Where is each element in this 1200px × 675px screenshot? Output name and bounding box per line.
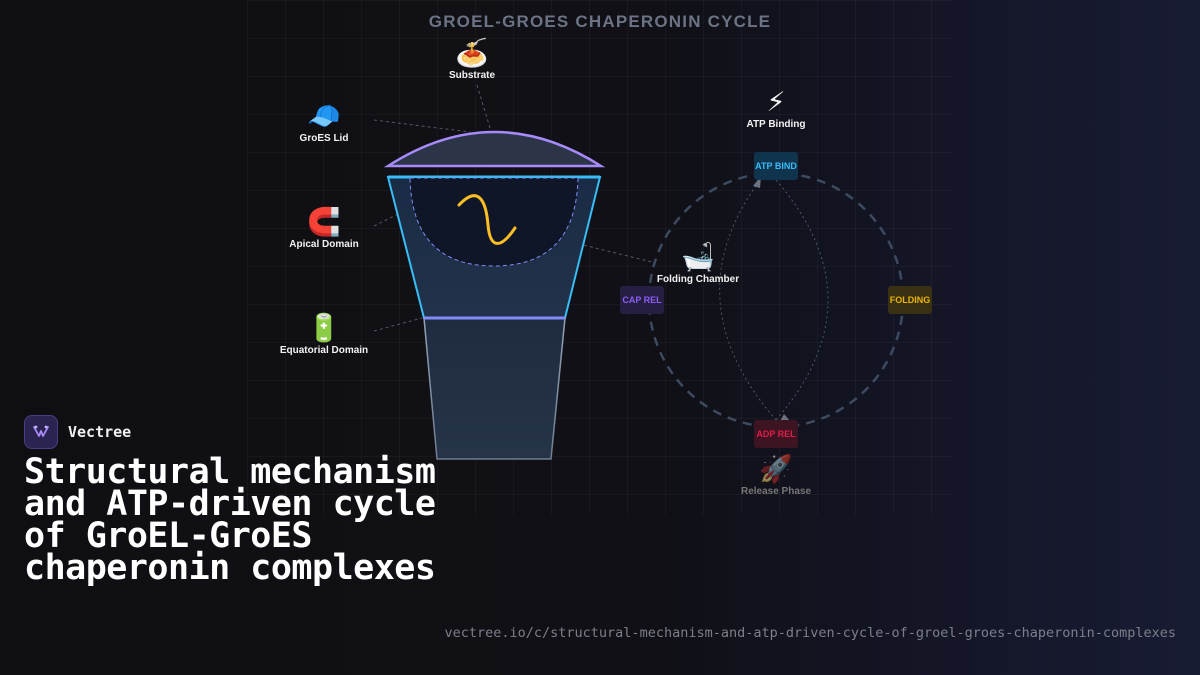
release-phase-text: Release Phase bbox=[740, 486, 812, 497]
state-adp-rel: ADP REL bbox=[754, 420, 798, 448]
brand: Vectree bbox=[24, 415, 131, 449]
equatorial-domain-text: Equatorial Domain bbox=[279, 345, 369, 356]
state-folding: FOLDING bbox=[888, 286, 932, 314]
release-phase-label: 🚀 Release Phase bbox=[741, 454, 811, 497]
battery-icon: 🔋 bbox=[307, 313, 341, 343]
cycle-forward-arc bbox=[775, 179, 829, 421]
substrate-label: 🍝 Substrate bbox=[449, 38, 495, 81]
apical-domain-label: 🧲 Apical Domain bbox=[289, 207, 358, 250]
apical-domain-text: Apical Domain bbox=[289, 239, 359, 250]
substrate-chain bbox=[457, 194, 517, 245]
state-atp-bind: ATP BIND bbox=[754, 152, 798, 180]
equatorial-domain-leader-line bbox=[373, 317, 423, 332]
bathtub-icon: 🛁 bbox=[681, 242, 715, 272]
plate-of-food-icon: 🍝 bbox=[455, 38, 489, 68]
page-url[interactable]: vectree.io/c/structural-mechanism-and-at… bbox=[444, 625, 1177, 641]
folding-chamber-text: Folding Chamber bbox=[656, 274, 740, 285]
vectree-logo-icon bbox=[24, 415, 58, 449]
rocket-icon: 🚀 bbox=[759, 454, 793, 484]
trans-ring-shape bbox=[423, 317, 566, 460]
atp-binding-label: ⚡ ATP Binding bbox=[746, 87, 805, 130]
magnet-icon: 🧲 bbox=[307, 207, 341, 237]
substrate-text: Substrate bbox=[448, 70, 496, 81]
state-cap-rel: CAP REL bbox=[620, 286, 664, 314]
substrate-leader-line bbox=[476, 84, 491, 129]
groes-lid-label: 🧢 GroES Lid bbox=[300, 101, 349, 144]
cap-icon: 🧢 bbox=[307, 101, 341, 131]
groes-lid-text: GroES Lid bbox=[299, 133, 349, 144]
groes-lid-leader-line bbox=[373, 119, 471, 133]
groes-lid-shape bbox=[383, 130, 606, 168]
lightning-icon: ⚡ bbox=[766, 87, 786, 117]
cycle-ring bbox=[647, 171, 905, 429]
folding-chamber-label: 🛁 Folding Chamber bbox=[657, 242, 739, 285]
atp-binding-text: ATP Binding bbox=[746, 119, 806, 130]
page-headline: Structural mechanism and ATP-driven cycl… bbox=[24, 452, 436, 588]
brand-name: Vectree bbox=[68, 423, 132, 441]
diagram-title: GROEL-GROES CHAPERONIN CYCLE bbox=[428, 12, 772, 31]
background-grid bbox=[247, 0, 952, 515]
folding-chamber-leader-line bbox=[554, 237, 653, 263]
folding-cavity bbox=[409, 177, 579, 267]
equatorial-domain-label: 🔋 Equatorial Domain bbox=[280, 313, 368, 356]
cycle-return-arc bbox=[719, 179, 777, 421]
